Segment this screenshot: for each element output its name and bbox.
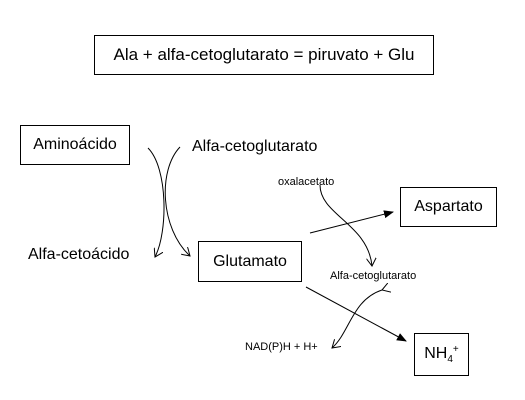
arrow-glutamato-to-nh4 (305, 286, 407, 342)
curve-oxalacetato-to-alfacetoglutarato (319, 184, 372, 266)
curve-aminoacido-to-alfacetoacido (147, 147, 165, 257)
arrow-glutamato-to-aspartato (309, 210, 394, 234)
aminoacido-label: Aminoácido (33, 136, 117, 153)
curve-alfacetoglutarato-to-glutamato (164, 146, 190, 256)
nh4-subscript: 4 (447, 354, 453, 365)
equation-box: Ala + alfa-cetoglutarato = piruvato + Gl… (94, 35, 434, 75)
glutamato-label: Glutamato (213, 252, 287, 270)
alfa-cetoglutarato-small-label: Alfa-cetoglutarato (330, 270, 417, 282)
nadph-label: NAD(P)H + H+ (245, 341, 318, 353)
oxalacetato-label: oxalacetato (278, 176, 335, 188)
glutamato-box: Glutamato (198, 241, 302, 282)
nh4-base: NH (424, 345, 448, 362)
aspartato-box: Aspartato (400, 187, 497, 227)
nh4-box: NH4+ (414, 333, 469, 376)
nh4-label: NH4+ (424, 344, 459, 365)
nh4-superscript: + (452, 344, 459, 355)
aminoacido-box: Aminoácido (20, 125, 130, 165)
aspartato-label: Aspartato (414, 198, 483, 215)
alfa-cetoacido-label: Alfa-cetoácido (28, 246, 130, 263)
curve-nadph (332, 290, 382, 348)
equation-text: Ala + alfa-cetoglutarato = piruvato + Gl… (113, 45, 415, 64)
alfa-cetoglutarato-label: Alfa-cetoglutarato (192, 138, 318, 155)
